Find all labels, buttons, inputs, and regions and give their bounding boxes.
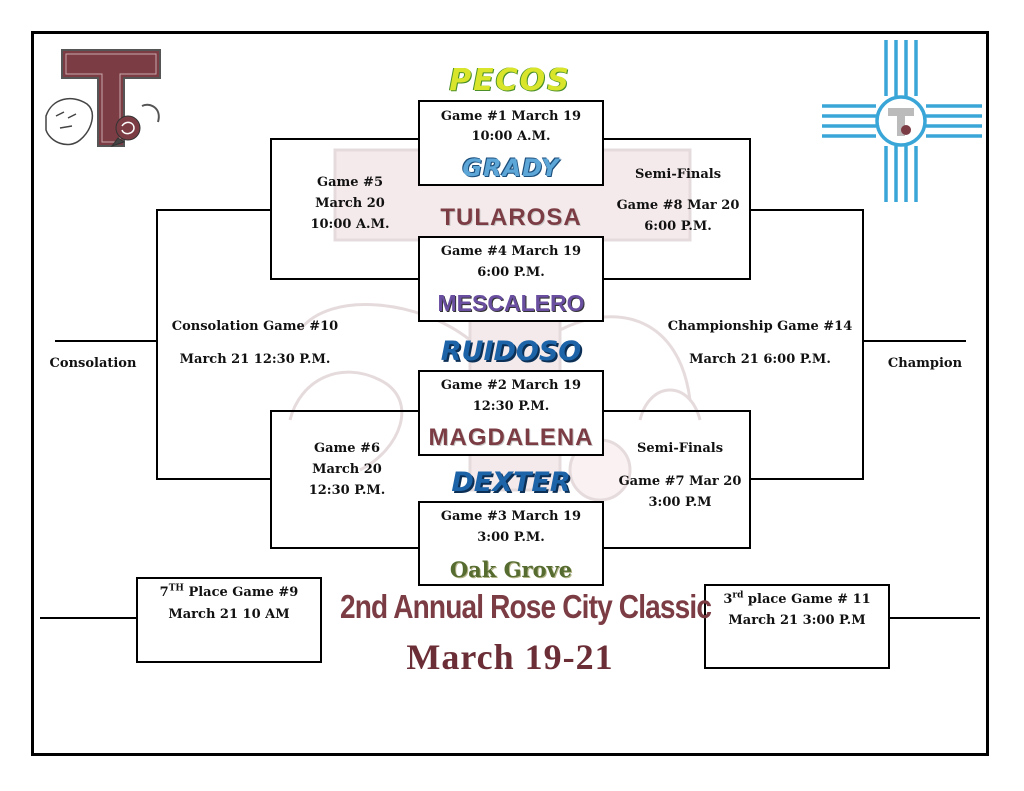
game-4-time: 6:00 P.M.	[477, 265, 545, 280]
game-8-title: Game #8 Mar 20	[616, 198, 740, 213]
tularosa-t-logo	[45, 49, 161, 147]
game-8-time: 6:00 P.M.	[644, 219, 712, 234]
championship-game-14-time: March 21 6:00 P.M.	[689, 352, 831, 367]
third-place-suffix: rd	[732, 590, 744, 601]
championship-game-14-title: Championship Game #14	[667, 319, 853, 334]
game-3-time: 3:00 P.M.	[477, 530, 545, 545]
game-7-round: Semi-Finals	[636, 441, 724, 456]
third-place-number: 3	[723, 592, 733, 607]
game-2-title: Game #2 March 19	[440, 378, 582, 393]
team-magdalena: MAGDALENA	[428, 424, 594, 451]
consolation-game-10-title: Consolation Game #10	[171, 319, 339, 334]
game-1-title: Game #1 March 19	[440, 109, 582, 124]
seventh-place-box	[136, 577, 322, 663]
team-oak-grove: Oak Grove	[449, 557, 573, 582]
team-grady: GRADY	[462, 154, 560, 182]
team-tularosa: TULAROSA	[440, 204, 582, 231]
seventh-place-suffix: TH	[168, 583, 184, 594]
third-place-rest: place Game # 11	[743, 592, 871, 607]
game-3-box	[418, 501, 604, 586]
team-ruidoso: RUIDOSO	[440, 336, 582, 367]
game-4-box	[418, 236, 604, 322]
game-2-box	[418, 370, 604, 456]
game-1-time: 10:00 A.M.	[471, 129, 551, 144]
third-place-time: March 21 3:00 P.M	[728, 613, 866, 628]
zia-sun-logo	[822, 40, 982, 202]
game-6-title: Game #6	[313, 441, 380, 456]
consolation-label: Consolation	[49, 356, 137, 371]
champion-label: Champion	[887, 356, 963, 371]
game-5-date: March 20	[315, 196, 385, 211]
tournament-dates: March 19-21	[406, 637, 614, 677]
game-8-round: Semi-Finals	[634, 167, 722, 182]
game-4-title: Game #4 March 19	[440, 244, 582, 259]
seventh-place-title: 7TH Place Game #9	[136, 583, 322, 603]
team-dexter: DEXTER	[451, 467, 571, 498]
third-place-box	[704, 584, 890, 669]
consolation-game-10-time: March 21 12:30 P.M.	[179, 352, 331, 367]
game-1-box	[418, 100, 604, 186]
game-5-title: Game #5	[316, 175, 383, 190]
game-2-time: 12:30 P.M.	[472, 399, 550, 414]
game-5-time: 10:00 A.M.	[310, 217, 390, 232]
game-3-title: Game #3 March 19	[440, 509, 582, 524]
seventh-place-time: March 21 10 AM	[168, 607, 290, 622]
team-pecos: PECOS	[449, 63, 571, 98]
team-mescalero: MESCALERO	[437, 290, 585, 316]
game-7-title: Game #7 Mar 20	[618, 474, 742, 489]
seventh-place-rest: Place Game #9	[183, 585, 299, 600]
tournament-title: 2nd Annual Rose City Classic	[340, 588, 712, 625]
seventh-place-number: 7	[159, 585, 169, 600]
game-7-time: 3:00 P.M	[648, 495, 712, 510]
third-place-title: 3rd place Game # 11	[704, 590, 890, 610]
bracket-line-championship	[750, 209, 864, 480]
bracket-frame	[31, 31, 989, 756]
bracket-line-consolation	[156, 209, 271, 480]
game-6-time: 12:30 P.M.	[308, 483, 386, 498]
game-6-date: March 20	[312, 462, 382, 477]
